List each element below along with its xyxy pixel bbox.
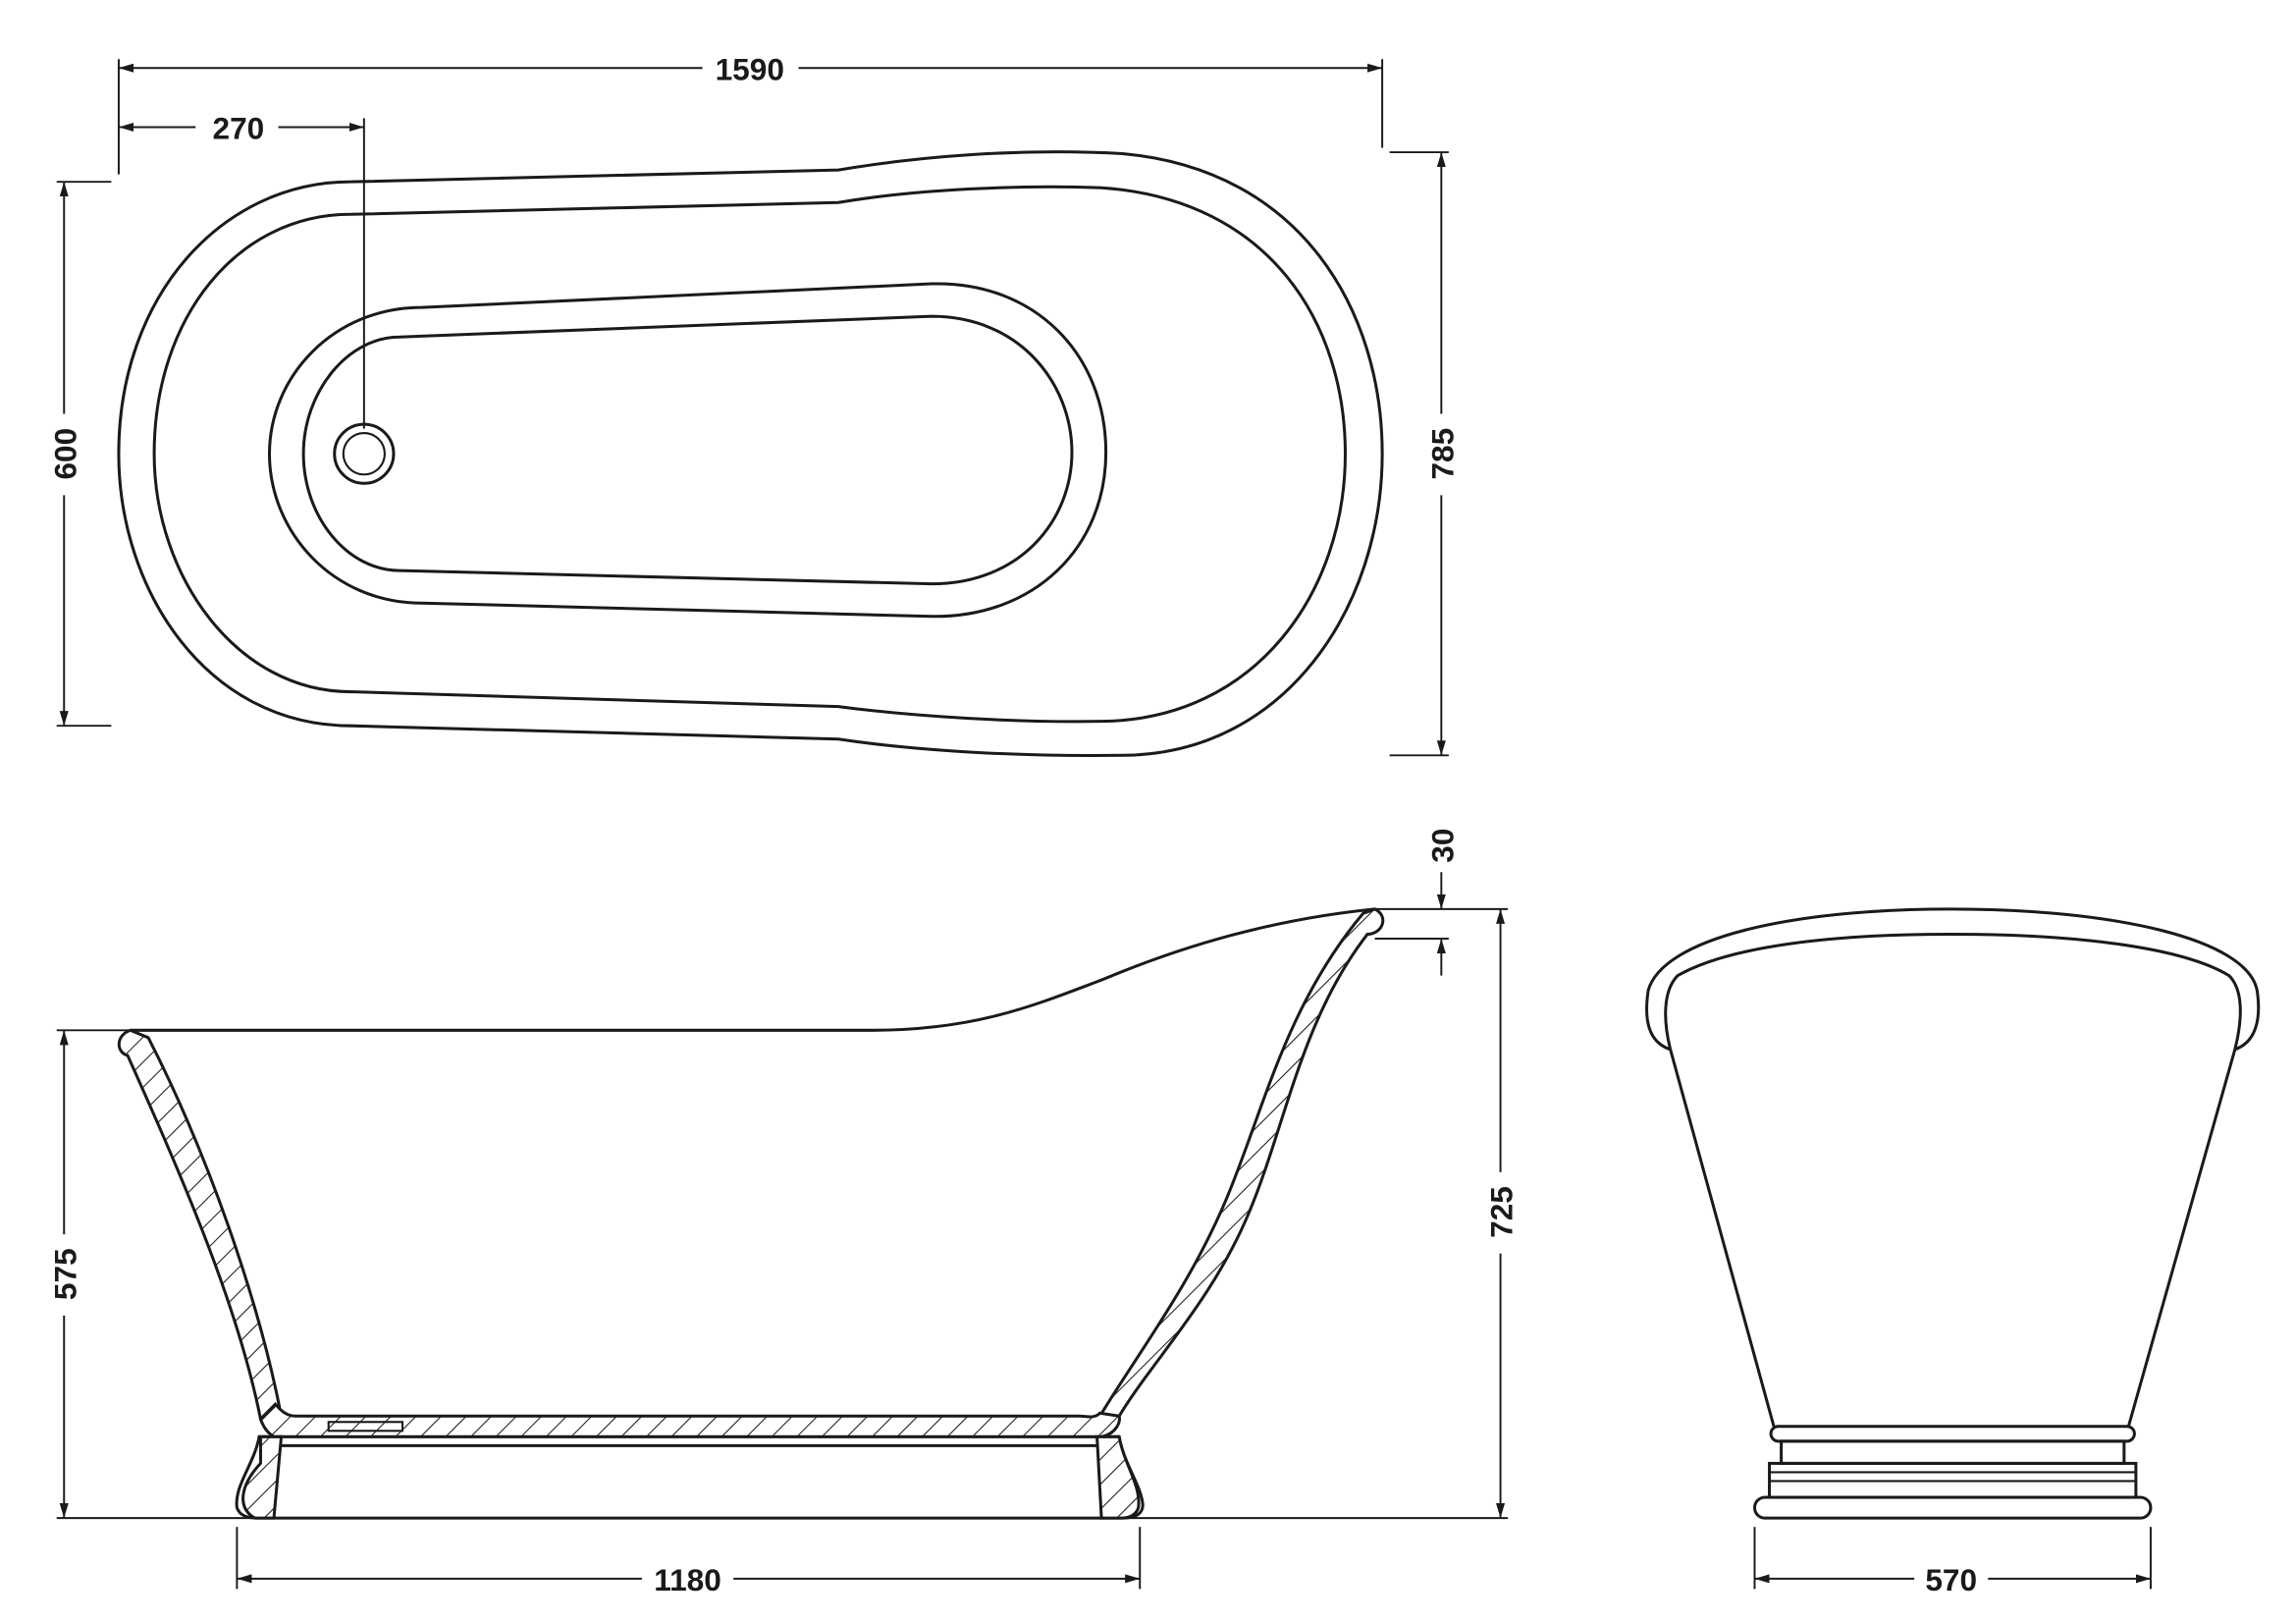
dimension-label: 785 (1424, 428, 1460, 480)
dimension-label: 30 (1424, 829, 1460, 863)
dimension-label: 570 (1925, 1562, 1977, 1597)
end-base-neck (1780, 1439, 2126, 1465)
dimension-inner-width: 600 (47, 181, 112, 728)
rim-top-profile (130, 907, 1375, 1032)
side-view: 575 725 30 1180 (47, 829, 1519, 1597)
end-rim-outer (1645, 907, 2261, 1052)
dimension-label: 725 (1484, 1186, 1520, 1238)
dimension-label: 600 (47, 428, 82, 480)
end-left-side (1669, 1049, 1776, 1428)
dimension-label: 270 (213, 111, 265, 146)
dimension-low-end-height: 575 (47, 1029, 131, 1519)
plinth-right-section (1095, 1434, 1141, 1520)
plinth-base (235, 1434, 1145, 1520)
dimension-overall-width: 785 (1389, 151, 1460, 757)
left-wall-section (117, 1028, 284, 1421)
dimension-label: 1180 (654, 1562, 721, 1597)
tub-rim-inner-outline (152, 185, 1347, 724)
waste-outlet-icon (327, 1421, 404, 1433)
right-wall-section (1096, 907, 1385, 1418)
dimension-waste-offset: 270 (118, 111, 365, 429)
end-rim-inner (1664, 932, 2242, 1051)
dimension-label: 1590 (716, 51, 784, 86)
plan-view: 1590 270 600 785 (47, 51, 1460, 758)
basin-inner-outline (301, 314, 1074, 586)
tub-outer-outline (117, 150, 1384, 758)
end-view: 570 (1645, 907, 2261, 1597)
plinth-left-section (241, 1434, 284, 1520)
dimension-base-width: 570 (1753, 1527, 2152, 1597)
waste-drain-icon (333, 422, 396, 485)
dimension-base-length: 1180 (236, 1527, 1142, 1597)
end-base-band (1769, 1425, 2136, 1443)
dimension-label: 575 (47, 1248, 82, 1300)
dimension-overall-length: 1590 (117, 51, 1384, 175)
end-base-foot (1752, 1495, 2153, 1520)
dimension-overall-height: 725 (1374, 907, 1520, 1519)
basin-outer-outline (267, 282, 1108, 619)
end-right-side (2126, 1049, 2237, 1428)
dimension-rim-thickness: 30 (1374, 829, 1460, 976)
